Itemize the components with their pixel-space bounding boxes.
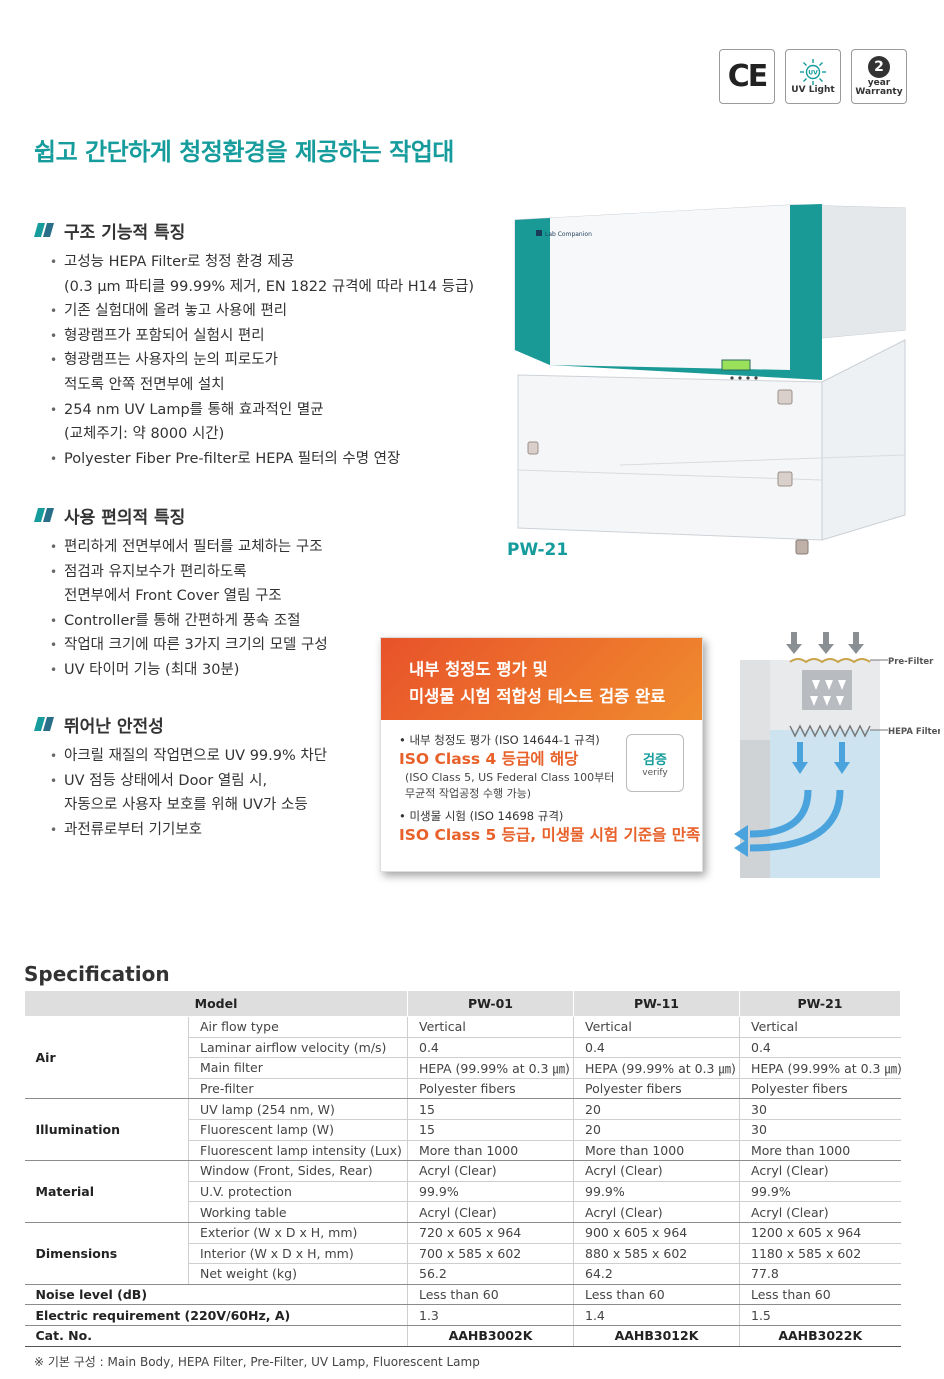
list-item: 아크릴 재질의 작업면으로 UV 99.9% 차단 — [50, 744, 327, 769]
spec-title: Specification — [24, 962, 170, 986]
section-structure: 구조 기능적 특징 고성능 HEPA Filter로 청정 환경 제공(0.3 … — [34, 218, 474, 471]
table-row: Fluorescent lamp (W) 15 20 30 — [25, 1119, 901, 1141]
header-pw01: PW-01 — [407, 990, 574, 1017]
category-cell: Dimensions — [24, 1222, 189, 1285]
table-row: Main filter HEPA (99.99% at 0.3 ㎛) HEPA … — [25, 1057, 902, 1079]
product-model-label: PW-21 — [507, 540, 569, 560]
spec-table: Model PW-01 PW-11 PW-21 Air Air flow typ… — [24, 990, 902, 1347]
category-cell: Cat. No. — [24, 1325, 408, 1347]
product-image: Lab Companion — [514, 204, 906, 555]
header-pw11: PW-11 — [573, 990, 740, 1017]
feature-list: 편리하게 전면부에서 필터를 교체하는 구조 점검과 유지보수가 편리하도록전면… — [50, 535, 328, 683]
ce-badge: CE — [719, 49, 775, 104]
table-row: Interior (W x D x H, mm) 700 x 585 x 602… — [25, 1243, 901, 1265]
controller-display — [721, 359, 751, 371]
list-item: 형광램프가 포함되어 실험시 편리 — [50, 324, 474, 349]
hepa-filter-line — [789, 724, 871, 738]
verification-header: 내부 청정도 평가 및 미생물 시험 적합성 테스트 검증 완료 — [381, 638, 702, 720]
list-item: UV 타이머 기능 (최대 30분) — [50, 658, 328, 683]
category-cell: Air — [24, 1016, 189, 1100]
microbial-test-label: • 미생물 시험 (ISO 14698 규격) — [399, 809, 564, 823]
list-item: 과전류로부터 기기보호 — [50, 818, 327, 843]
table-row: Electric requirement (220V/60Hz, A) 1.3 … — [24, 1304, 901, 1326]
section-title: 뛰어난 안전성 — [64, 716, 164, 737]
cleanliness-note-2: 무균적 작업공정 수행 가능) — [405, 787, 532, 800]
category-cell: Illumination — [24, 1098, 189, 1162]
uv-light-badge: UV UV Light — [785, 49, 841, 104]
feature-list: 아크릴 재질의 작업면으로 UV 99.9% 차단 UV 점등 상태에서 Doo… — [50, 744, 327, 842]
warranty-badge: 2 year Warranty — [851, 49, 907, 104]
list-item: 편리하게 전면부에서 필터를 교체하는 구조 — [50, 535, 328, 560]
footnote: ※ 기본 구성 : Main Body, HEPA Filter, Pre-Fi… — [34, 1355, 480, 1369]
section-bullet-icon — [34, 508, 54, 522]
list-item: Controller를 통해 간편하게 풍속 조절 — [50, 609, 328, 634]
table-row-catno: Cat. No. AAHB3002K AAHB3012K AAHB3022K — [24, 1325, 901, 1347]
warranty-label-warranty: Warranty — [855, 87, 903, 97]
table-row: Air Air flow type Vertical Vertical Vert… — [24, 1016, 901, 1100]
cleanliness-note-1: (ISO Class 5, US Federal Class 100부터 — [405, 771, 615, 784]
verify-stamp-icon: 검증 verify — [626, 734, 684, 792]
microbial-result: ISO Class 5 등급, 미생물 시험 기준을 만족 — [399, 826, 701, 844]
ce-mark: CE — [727, 59, 768, 94]
hepa-filter-label: HEPA Filter — [888, 727, 940, 737]
list-item: 기존 실험대에 올려 놓고 사용에 편리 — [50, 299, 474, 324]
header-pw21: PW-21 — [739, 990, 901, 1017]
list-item: 작업대 크기에 따른 3가지 크기의 모델 구성 — [50, 633, 328, 658]
feature-list: 고성능 HEPA Filter로 청정 환경 제공(0.3 μm 파티클 99.… — [50, 250, 474, 471]
table-row: Laminar airflow velocity (m/s) 0.4 0.4 0… — [25, 1037, 901, 1059]
table-row: Net weight (kg) 56.2 64.2 77.8 — [25, 1263, 901, 1285]
list-item: 254 nm UV Lamp를 통해 효과적인 멸균(교체주기: 약 8000 … — [50, 398, 474, 447]
section-bullet-icon — [34, 717, 54, 731]
svg-text:UV: UV — [808, 69, 818, 76]
cleanliness-test-label: • 내부 청정도 평가 (ISO 14644-1 규격) — [399, 733, 600, 747]
section-bullet-icon — [34, 223, 54, 237]
uv-light-label: UV Light — [791, 84, 835, 95]
list-item: 고성능 HEPA Filter로 청정 환경 제공(0.3 μm 파티클 99.… — [50, 250, 474, 299]
brand-logo-mark — [536, 230, 542, 236]
table-row: U.V. protection 99.9% 99.9% 99.9% — [25, 1181, 901, 1203]
pre-filter-line — [789, 658, 871, 664]
warranty-years: 2 — [868, 55, 890, 78]
section-convenience: 사용 편의적 특징 편리하게 전면부에서 필터를 교체하는 구조 점검과 유지보… — [34, 503, 328, 683]
uv-lamp-icon: UV — [800, 58, 826, 85]
section-title: 사용 편의적 특징 — [64, 507, 186, 528]
warranty-label-year: year — [867, 77, 891, 88]
page-headline: 쉽고 간단하게 청정환경을 제공하는 작업대 — [34, 138, 454, 166]
table-row: Dimensions Exterior (W x D x H, mm) 720 … — [24, 1222, 901, 1285]
category-cell: Electric requirement (220V/60Hz, A) — [24, 1304, 408, 1326]
header-model: Model — [24, 990, 408, 1017]
table-row: Working table Acryl (Clear) Acryl (Clear… — [25, 1201, 901, 1223]
category-cell: Noise level (dB) — [24, 1284, 408, 1306]
table-row: Pre-filter Polyester fibers Polyester fi… — [25, 1078, 901, 1100]
table-row: Illumination UV lamp (254 nm, W) 15 20 3… — [24, 1098, 901, 1162]
pre-filter-label: Pre-Filter — [888, 657, 934, 667]
airflow-diagram: Pre-Filter HEPA Filter — [734, 632, 940, 878]
brand-label: Lab Companion — [545, 231, 592, 238]
table-row: Noise level (dB) Less than 60 Less than … — [24, 1284, 901, 1306]
verification-panel: 내부 청정도 평가 및 미생물 시험 적합성 테스트 검증 완료 • 내부 청정… — [380, 637, 703, 872]
list-item: UV 점등 상태에서 Door 열림 시,자동으로 사용자 보호를 위해 UV가… — [50, 769, 327, 818]
category-cell: Material — [24, 1160, 189, 1223]
table-row: Fluorescent lamp intensity (Lux) More th… — [25, 1140, 901, 1162]
table-row: Material Window (Front, Sides, Rear) Acr… — [24, 1160, 901, 1223]
list-item: Polyester Fiber Pre-filter로 HEPA 필터의 수명 … — [50, 447, 474, 472]
table-header-row: Model PW-01 PW-11 PW-21 — [24, 990, 901, 1017]
cleanliness-result: ISO Class 4 등급에 해당 — [399, 750, 579, 768]
section-title: 구조 기능적 특징 — [64, 222, 186, 243]
certification-badges: CE UV UV Light 2 year Warranty — [719, 49, 907, 104]
section-safety: 뛰어난 안전성 아크릴 재질의 작업면으로 UV 99.9% 차단 UV 점등 … — [34, 712, 327, 842]
